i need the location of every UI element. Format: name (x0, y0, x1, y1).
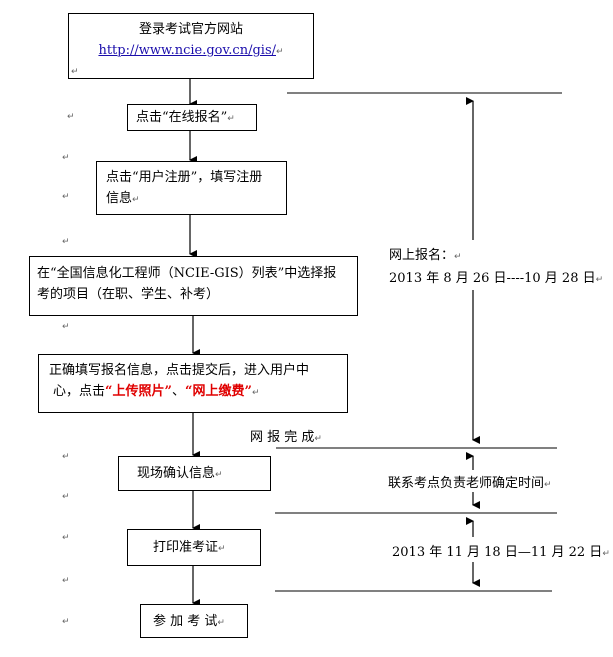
step-register-box: 点击“用户注册”，填写注册 信息↵ (96, 161, 287, 215)
return-mark-icon: ↵ (602, 549, 610, 559)
step-exam-box: 参 加 考 试↵ (140, 604, 248, 638)
step-select-line-2: 考的项目（在职、学生、补考） (37, 287, 220, 302)
return-mark-icon: ↵ (544, 480, 552, 490)
return-mark-icon: ↵ (62, 492, 70, 502)
return-mark-icon: ↵ (62, 192, 70, 202)
return-mark-icon: ↵ (62, 237, 70, 247)
step-login-title: 登录考试官方网站 (138, 22, 243, 37)
step-fill-line-1: 正确填写报名信息，点击提交后，进入用户中 (49, 363, 310, 378)
return-mark-icon: ↵ (217, 618, 225, 628)
online-signup-done: 网 报 完 成↵ (250, 430, 322, 445)
return-mark-icon: ↵ (62, 576, 70, 586)
return-mark-icon: ↵ (62, 322, 70, 332)
return-mark-icon: ↵ (62, 153, 70, 163)
return-mark-icon: ↵ (251, 388, 260, 398)
step-print-text: 打印准考证 (153, 540, 219, 555)
return-mark-icon: ↵ (454, 252, 462, 262)
return-mark-icon: ↵ (595, 275, 604, 285)
return-mark-icon: ↵ (62, 452, 70, 462)
return-mark-icon: ↵ (314, 434, 322, 444)
upload-photo-label: “上传照片” (105, 384, 172, 399)
step-print-box: 打印准考证↵ (127, 529, 261, 566)
return-mark-icon: ↵ (227, 114, 235, 124)
online-signup-label: 网上报名：↵ (389, 248, 462, 263)
online-payment-label: “网上缴费” (185, 384, 252, 399)
return-mark-icon: ↵ (71, 67, 79, 77)
print-ticket-dates: 2013 年 11 月 18 日—11 月 22 日↵ (392, 545, 610, 560)
step-select-line-1: 在“全国信息化工程师（NCIE-GIS）列表”中选择报 (37, 266, 337, 281)
step-fill-prefix: 心，点击 (53, 384, 106, 399)
return-mark-icon: ↵ (132, 195, 140, 205)
contact-teacher-text: 联系考点负责老师确定时间↵ (388, 476, 552, 491)
step-login-box: 登录考试官方网站 http://www.ncie.gov.cn/gis/↵ (68, 13, 314, 79)
official-site-link[interactable]: http://www.ncie.gov.cn/gis/ (98, 43, 276, 58)
return-mark-icon: ↵ (62, 533, 70, 543)
online-signup-dates: 2013 年 8 月 26 日----10 月 28 日↵ (389, 271, 604, 286)
step-register-line-2: 信息 (106, 191, 133, 206)
return-mark-icon: ↵ (67, 112, 75, 122)
step-select-box: 在“全国信息化工程师（NCIE-GIS）列表”中选择报 考的项目（在职、学生、补… (29, 256, 358, 316)
step-online-signup-box: 点击“在线报名”↵ (127, 104, 257, 131)
return-mark-icon: ↵ (276, 47, 284, 57)
return-mark-icon: ↵ (218, 544, 226, 554)
return-mark-icon: ↵ (62, 617, 70, 627)
step-fill-separator: 、 (171, 384, 185, 399)
step-confirm-text: 现场确认信息 (137, 466, 216, 481)
step-register-line-1: 点击“用户注册”，填写注册 (106, 170, 263, 185)
step-exam-text: 参 加 考 试 (153, 614, 218, 629)
return-mark-icon: ↵ (215, 470, 223, 480)
step-fill-box: 正确填写报名信息，点击提交后，进入用户中 心，点击“上传照片”、“网上缴费”↵ (38, 354, 348, 413)
step-online-signup-text: 点击“在线报名” (136, 110, 228, 125)
step-confirm-box: 现场确认信息↵ (118, 456, 271, 491)
